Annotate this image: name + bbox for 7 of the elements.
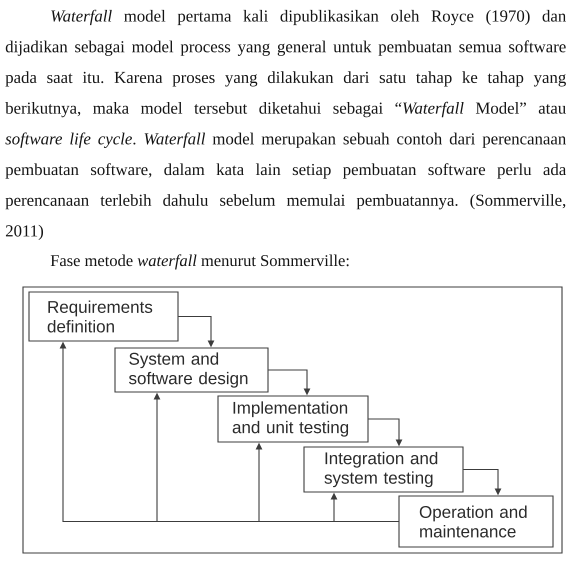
intro-text: Fase metode waterfall menurut Sommerville: bbox=[50, 254, 349, 270]
paragraph: Waterfall model pertama kali dipublikasikan oleh Royce (1970) dan dijadikan sebagai model process yang general untuk pembuatan semua software pada saat itu. Karena proses yang dilakukan dari satu tahap ke tahap yang berikutnya, maka model tersebut diketahui sebagai “Waterfall Model” atau software life cycle. Waterfall model merupakan sebuah contoh dari perencanaan pembuatan software, dalam kata lain setiap pembuatan software perlu ada perencanaan terlebih dahulu sebelum memulai pembuatannya. (Sommerville, 2011) bbox=[5, 10, 566, 240]
process-box: Implementation and unit testing bbox=[217, 395, 369, 443]
process-box: Requirements definition bbox=[28, 291, 179, 342]
process-box: Operation and maintenance bbox=[398, 495, 554, 548]
process-box: Integration and system testing bbox=[303, 446, 464, 493]
process-box: System and software design bbox=[114, 347, 269, 393]
